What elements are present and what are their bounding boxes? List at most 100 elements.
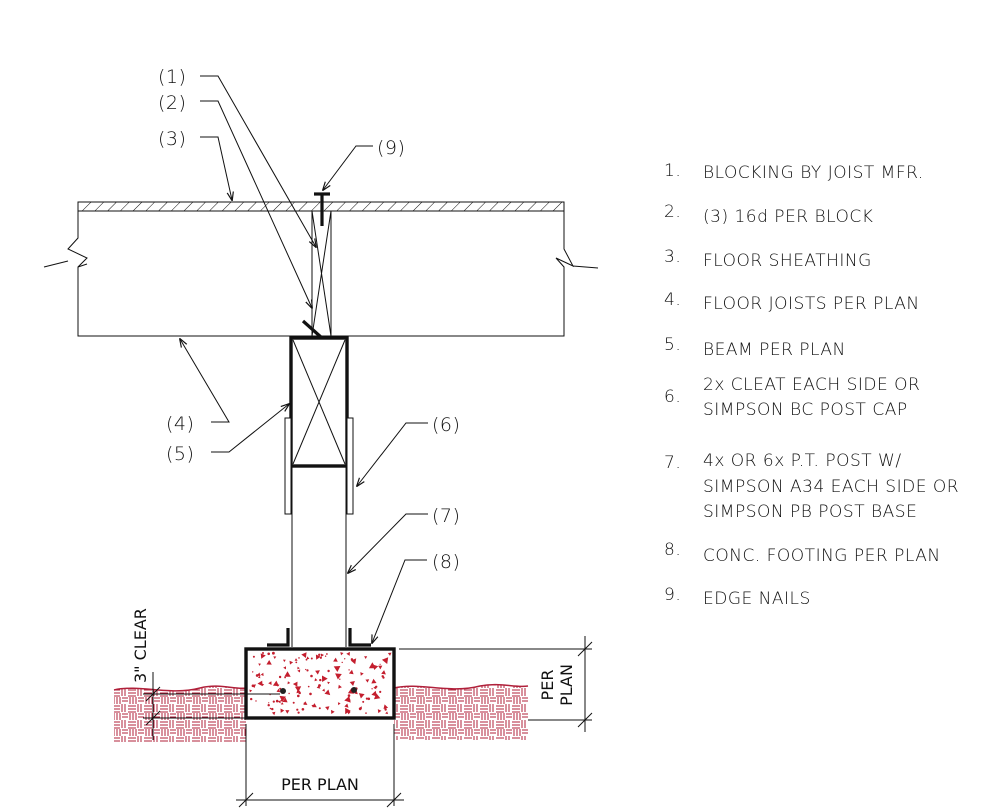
- note-8-num: 8.: [664, 540, 681, 560]
- note-3-text: FLOOR SHEATHING: [703, 251, 872, 271]
- aggregate-chip: [287, 681, 291, 685]
- aggregate-dot: [382, 676, 385, 679]
- note-9-text: EDGE NAILS: [703, 589, 811, 609]
- aggregate-chip: [306, 656, 310, 660]
- aggregate-chip: [381, 670, 386, 675]
- aggregate-chip: [324, 689, 331, 696]
- aggregate-dot: [288, 692, 290, 695]
- aggregate-chip: [277, 700, 281, 704]
- dimension-height: PER PLAN: [399, 636, 593, 732]
- aggregate-chip: [381, 657, 389, 664]
- post-base: [267, 628, 371, 647]
- aggregate-dot: [379, 690, 382, 694]
- aggregate-chip: [364, 656, 368, 659]
- aggregate-chip: [365, 679, 370, 683]
- callout-labels: (1) (2) (3) (4) (5) (6) (7) (8) (9): [158, 66, 460, 573]
- aggregate-dot: [292, 701, 295, 704]
- note-6-text-1: 2x CLEAT EACH SIDE OR: [703, 375, 920, 395]
- aggregate-chip: [322, 688, 325, 692]
- aggregate-chip: [354, 690, 358, 695]
- aggregate-dot: [384, 708, 387, 711]
- aggregate-chip: [294, 686, 302, 692]
- note-1-num: 1.: [664, 161, 681, 181]
- aggregate-chip: [284, 671, 291, 677]
- dimension-width: PER PLAN: [236, 724, 404, 808]
- aggregate-chip: [315, 670, 320, 675]
- aggregate-chip: [280, 702, 284, 705]
- callout-8: (8): [432, 551, 460, 573]
- aggregate-chip: [266, 660, 272, 665]
- aggregate-dot: [280, 699, 283, 702]
- leader-lines: [180, 75, 428, 643]
- aggregate-dot: [339, 678, 341, 680]
- aggregate-dot: [318, 653, 321, 656]
- aggregate-chip: [320, 653, 324, 657]
- aggregate-dot: [319, 656, 322, 659]
- post: [291, 466, 347, 647]
- aggregate-dot: [379, 663, 381, 665]
- aggregate-dot: [375, 685, 378, 688]
- aggregate-dot: [252, 671, 254, 673]
- aggregate-dot: [269, 707, 272, 710]
- aggregate-dot: [371, 688, 373, 690]
- aggregate-dot: [310, 674, 313, 678]
- soil-right: [393, 683, 529, 740]
- aggregate-dot: [348, 669, 350, 671]
- aggregate-dot: [272, 700, 275, 703]
- aggregate-chip: [289, 660, 294, 665]
- note-7-text-3: SIMPSON PB POST BASE: [703, 502, 917, 522]
- aggregate-chip: [271, 711, 276, 716]
- aggregate-chip: [297, 669, 301, 673]
- joist-blocking: [311, 210, 332, 337]
- aggregate-chip: [346, 651, 350, 656]
- aggregate-dot: [324, 655, 327, 657]
- note-5-text: BEAM PER PLAN: [703, 340, 846, 360]
- aggregate-chip: [273, 656, 277, 659]
- aggregate-chip: [360, 672, 364, 676]
- note-2-num: 2.: [664, 202, 681, 222]
- aggregate-dot: [344, 658, 346, 660]
- aggregate-chip: [377, 709, 382, 714]
- aggregate-dot: [250, 697, 253, 701]
- aggregate-chip: [325, 706, 330, 711]
- note-1-text: BLOCKING BY JOIST MFR.: [703, 163, 924, 183]
- dimension-clear-label: 3" CLEAR: [131, 608, 150, 683]
- aggregate-chip: [327, 681, 330, 685]
- aggregate-chip: [344, 703, 349, 708]
- aggregate-chip: [292, 681, 298, 687]
- callout-9: (9): [377, 137, 405, 159]
- note-8-text: CONC. FOOTING PER PLAN: [703, 546, 941, 566]
- aggregate-chip: [249, 689, 253, 693]
- aggregate-dot: [255, 674, 259, 677]
- aggregate-chip: [387, 652, 392, 656]
- aggregate-dot: [327, 669, 330, 673]
- toe-nail: [301, 319, 324, 340]
- note-7-num: 7.: [664, 453, 681, 473]
- aggregate-chip: [333, 657, 338, 662]
- aggregate-dot: [275, 699, 279, 703]
- aggregate-chip: [282, 697, 288, 703]
- cleats: [284, 417, 354, 515]
- aggregate-chip: [340, 652, 344, 656]
- aggregate-dot: [278, 675, 282, 679]
- note-5-num: 5.: [664, 335, 681, 355]
- callout-1: (1): [158, 66, 186, 88]
- aggregate-dot: [295, 661, 298, 664]
- note-4-text: FLOOR JOISTS PER PLAN: [703, 294, 920, 314]
- aggregate-chip: [258, 663, 261, 666]
- aggregate-dot: [272, 651, 275, 655]
- concrete-footing: [244, 647, 396, 720]
- aggregate-chip: [279, 695, 286, 702]
- note-6-num: 6.: [664, 387, 681, 407]
- aggregate-dot: [252, 655, 255, 658]
- concrete-aggregate: [249, 651, 392, 716]
- aggregate-chip: [283, 666, 286, 670]
- aggregate-chip: [283, 659, 286, 663]
- aggregate-chip: [297, 666, 300, 670]
- aggregate-dot: [341, 661, 343, 664]
- aggregate-chip: [314, 678, 318, 682]
- notes-legend: 1. BLOCKING BY JOIST MFR. 2. (3) 16d PER…: [664, 161, 959, 609]
- callout-6: (6): [432, 414, 460, 436]
- aggregate-chip: [371, 690, 377, 697]
